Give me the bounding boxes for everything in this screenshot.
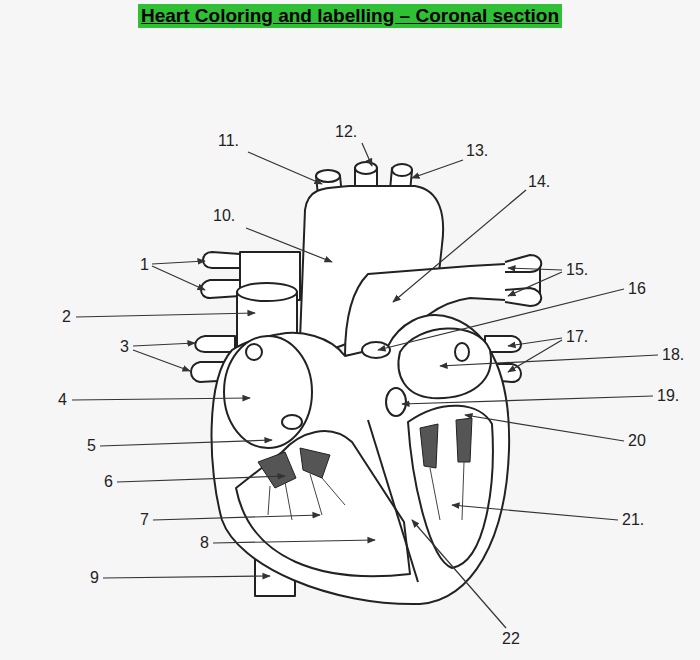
callout-number: 20 <box>628 432 646 450</box>
callout-number: 12. <box>335 123 357 141</box>
callout-number: 19. <box>657 387 679 405</box>
callout-number: 1 <box>140 256 149 274</box>
callout-number: 15. <box>566 261 588 279</box>
callout-number: 7 <box>140 511 149 529</box>
callout-number: 17. <box>566 328 588 346</box>
callout-number: 11. <box>218 132 239 150</box>
callout-number: 13. <box>466 142 488 160</box>
callout-number: 21. <box>622 511 644 529</box>
callout-number: 14. <box>528 173 550 191</box>
callout-number: 3 <box>120 338 129 356</box>
callout-number: 8 <box>200 534 209 552</box>
callout-number: 6 <box>104 473 113 491</box>
diagram-title: Heart Coloring and labelling – Coronal s… <box>138 4 562 28</box>
callout-number: 9 <box>90 569 99 587</box>
callout-number: 16 <box>628 280 646 298</box>
callout-number: 10. <box>213 207 235 225</box>
callout-number: 18. <box>662 346 684 364</box>
callout-number: 22 <box>502 630 520 648</box>
callout-number: 4 <box>58 391 67 409</box>
callout-number: 5 <box>87 437 96 455</box>
leader-lines <box>72 143 658 628</box>
callout-number: 2 <box>62 308 71 326</box>
